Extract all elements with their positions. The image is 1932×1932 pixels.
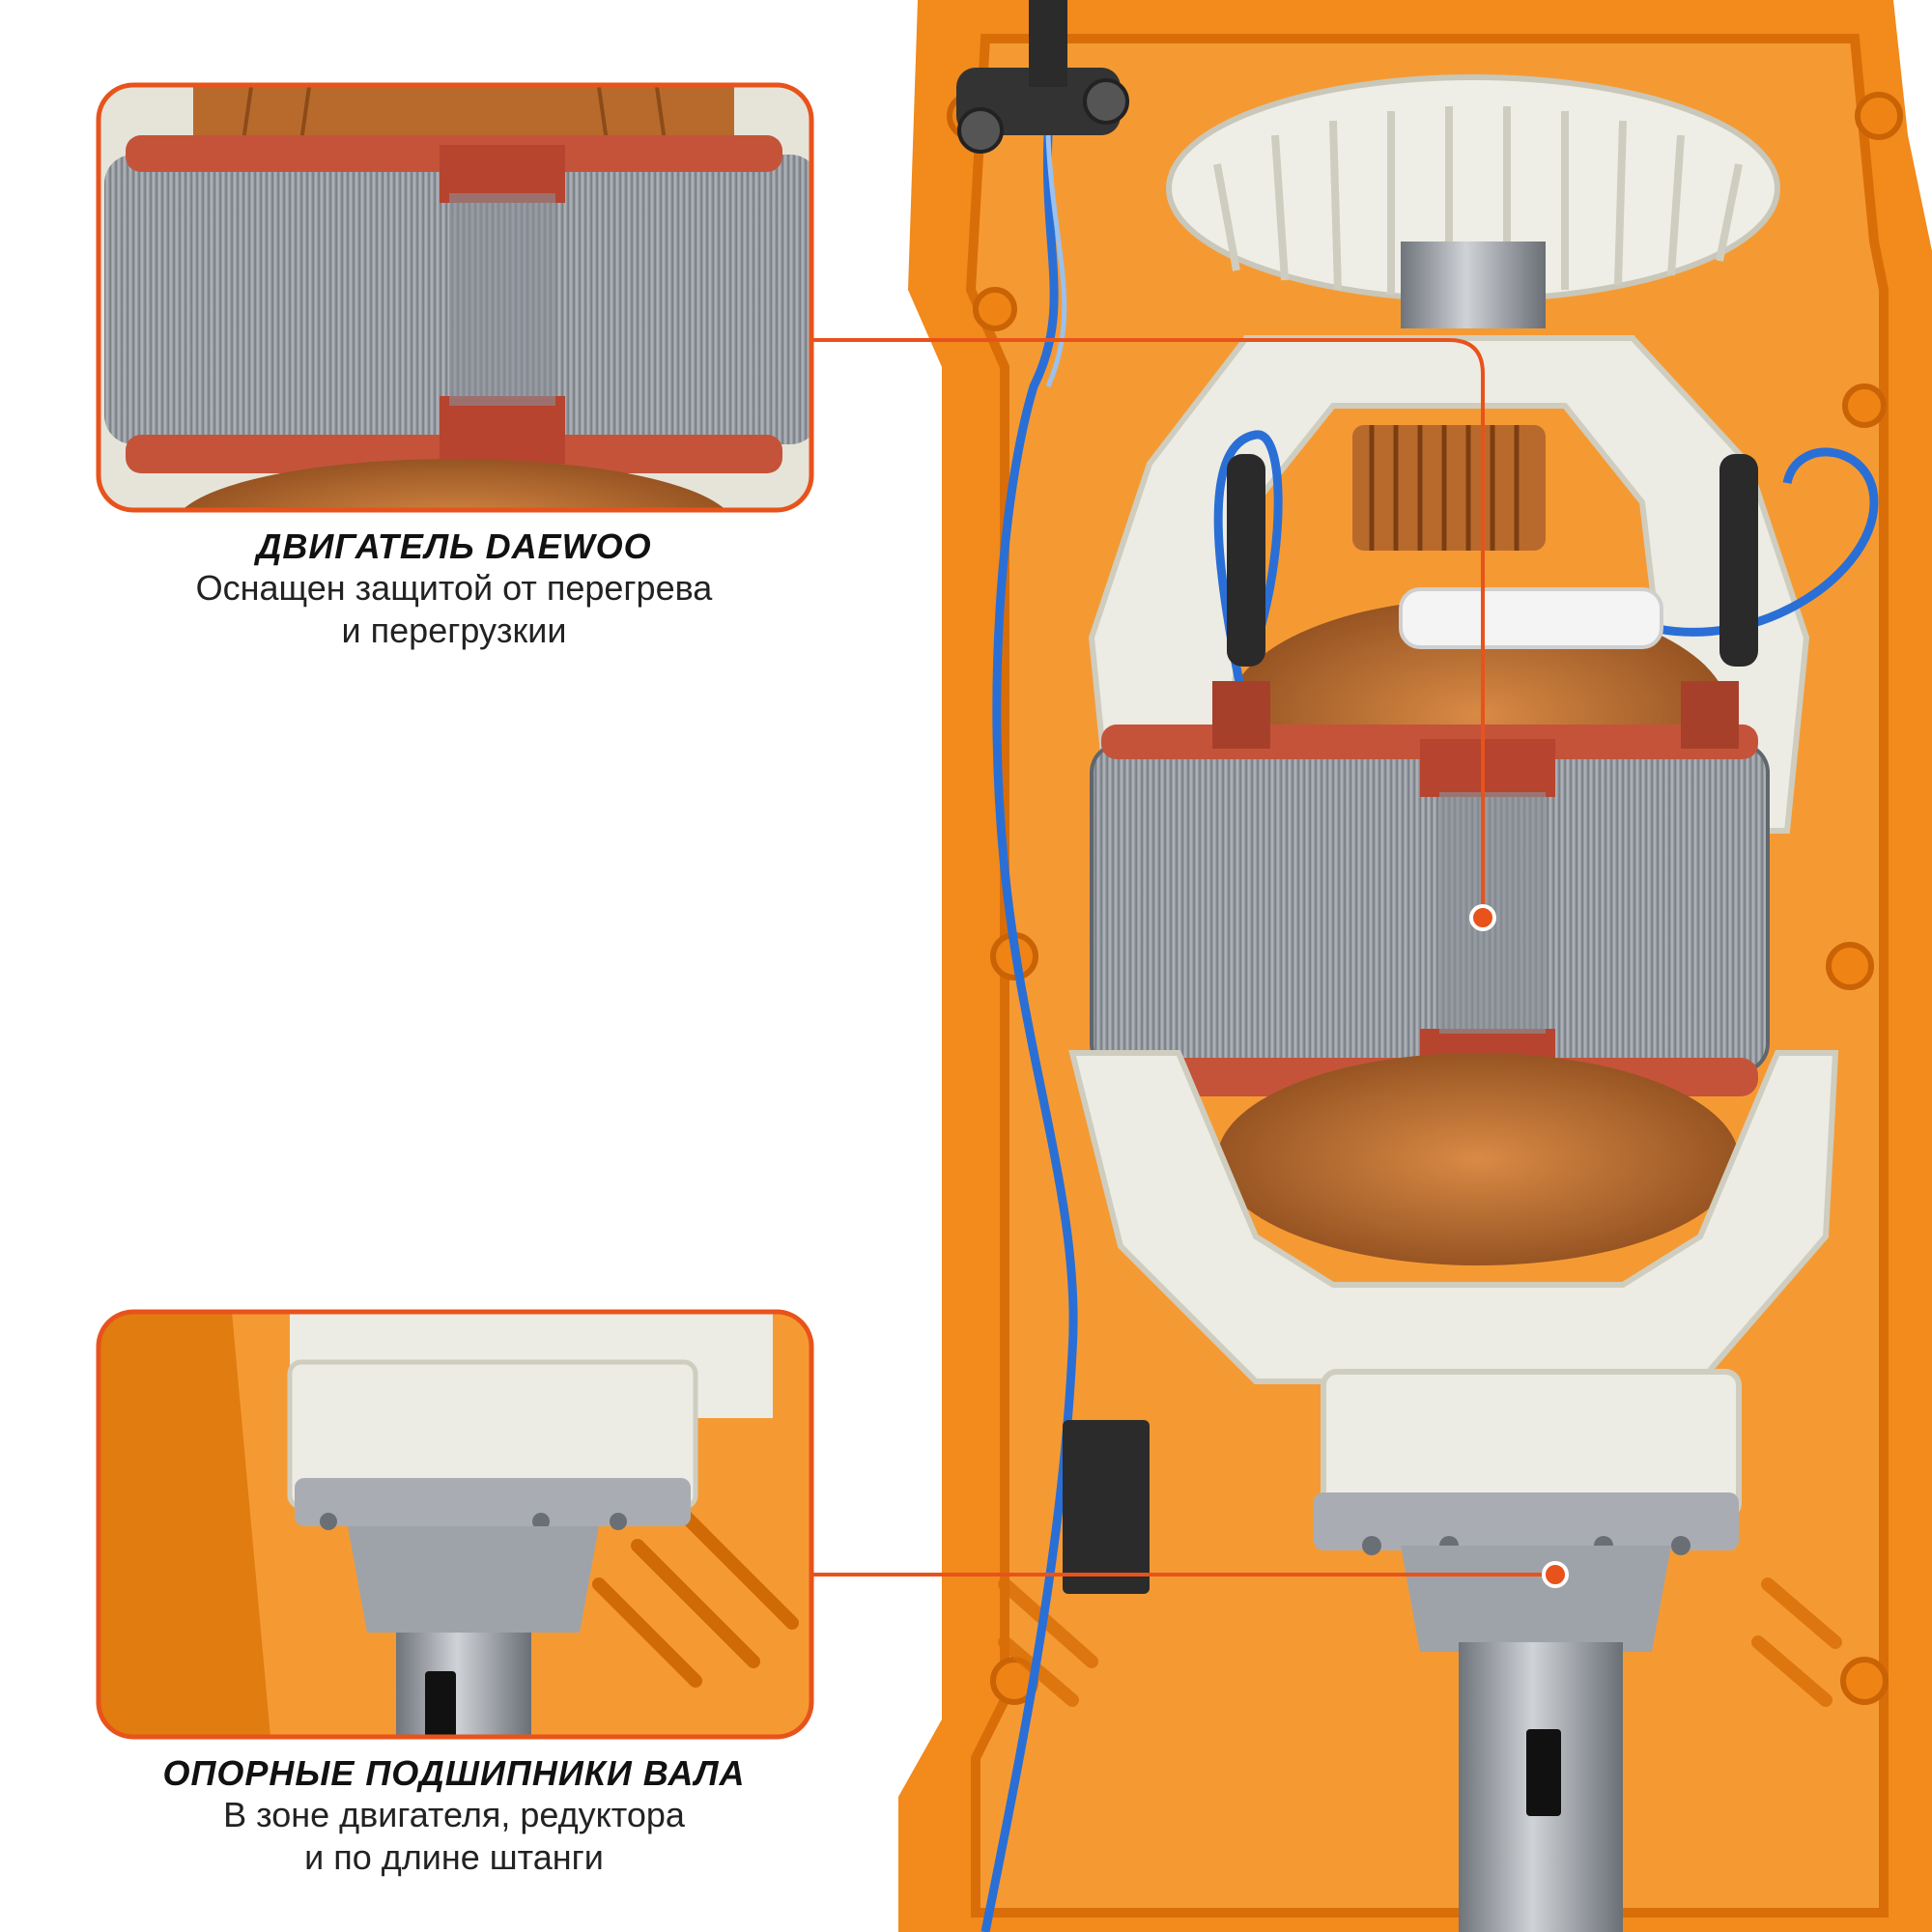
shaft-icon [1459,1642,1623,1932]
stator-icon [1090,681,1770,1096]
bearings-callout-title: ОПОРНЫЕ ПОДШИПНИКИ ВАЛА [162,1753,746,1793]
inset-bearing-zoom [96,1309,814,1740]
gear-icon [1166,74,1780,328]
blue-wire [980,134,1078,1932]
motor-bracket-lower [1068,1050,1839,1384]
callout-connector-motor [811,338,1485,918]
inset-motor-zoom [96,82,814,513]
bearings-callout-line-1: В зоне двигателя, редуктора [223,1795,685,1834]
callout-marker-bearings [1542,1561,1569,1588]
cable-clamp [956,0,1129,154]
motor-callout-line-1: Оснащен защитой от перегрева [195,568,713,608]
bearing-housing-icon [1314,1369,1742,1652]
bearings-callout-line-2: и по длине штанги [304,1837,604,1877]
motor-bracket-upper [1088,335,1810,834]
armature-winding-lower [1217,1053,1739,1265]
commutator [1352,425,1546,551]
callout-marker-motor [1469,904,1496,931]
motor-callout: ДВИГАТЕЛЬ DAEWOO Оснащен защитой от пере… [135,526,773,652]
bearings-callout: ОПОРНЫЕ ПОДШИПНИКИ ВАЛА В зоне двигателя… [97,1753,811,1879]
motor-callout-title: ДВИГАТЕЛЬ DAEWOO [256,526,652,566]
motor-callout-line-2: и перегрузкии [341,611,567,650]
